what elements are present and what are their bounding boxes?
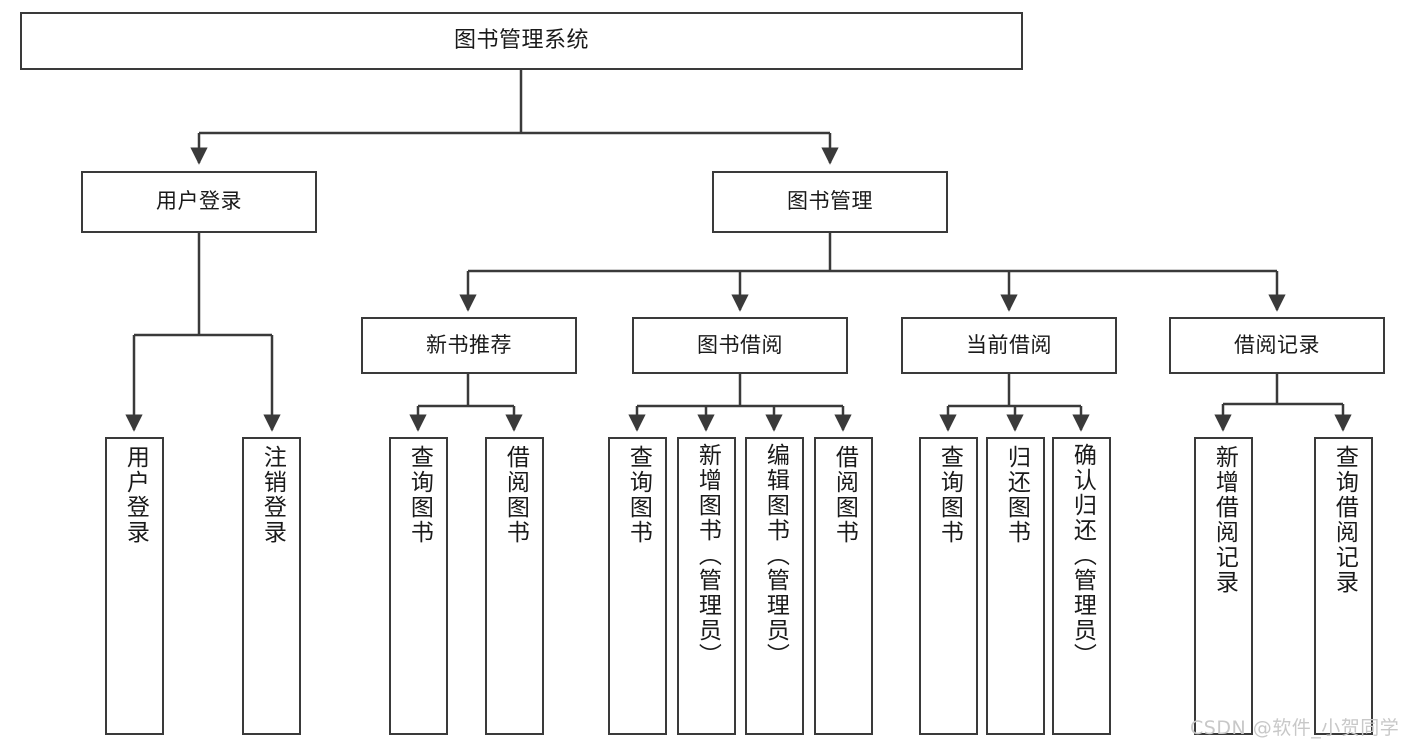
- node-label: 查询图书: [936, 445, 963, 545]
- node-leaf-confirm-return-admin[interactable]: 确认归还（管理员）: [1052, 437, 1111, 735]
- node-leaf-query-book-3[interactable]: 查询图书: [919, 437, 978, 735]
- node-label: 用户登录: [122, 445, 149, 545]
- node-book-borrow[interactable]: 图书借阅: [632, 317, 848, 374]
- node-label: 新增图书（管理员）: [694, 443, 721, 668]
- csdn-watermark: CSDN @软件_小贺同学: [1190, 717, 1400, 739]
- node-label: 归还图书: [1003, 445, 1030, 545]
- node-current-borrow[interactable]: 当前借阅: [901, 317, 1117, 374]
- node-book-management[interactable]: 图书管理: [712, 171, 948, 233]
- node-label: 用户登录: [156, 189, 242, 214]
- node-label: 查询图书: [406, 445, 433, 545]
- node-label: 图书借阅: [697, 332, 783, 357]
- node-label: 借阅图书: [831, 445, 858, 545]
- node-leaf-add-borrow-record[interactable]: 新增借阅记录: [1194, 437, 1253, 735]
- node-label: 编辑图书（管理员）: [762, 443, 789, 668]
- node-leaf-query-book-2[interactable]: 查询图书: [608, 437, 667, 735]
- node-leaf-add-book-admin[interactable]: 新增图书（管理员）: [677, 437, 736, 735]
- node-label: 查询借阅记录: [1331, 445, 1358, 595]
- node-label: 当前借阅: [966, 332, 1052, 357]
- node-label: 图书管理系统: [453, 27, 589, 53]
- node-label: 借阅记录: [1234, 332, 1320, 357]
- node-leaf-return-book[interactable]: 归还图书: [986, 437, 1045, 735]
- node-label: 新书推荐: [426, 332, 512, 357]
- node-leaf-query-borrow-record[interactable]: 查询借阅记录: [1314, 437, 1373, 735]
- node-new-book-recommend[interactable]: 新书推荐: [361, 317, 577, 374]
- node-label: 注销登录: [259, 445, 286, 545]
- node-label: 图书管理: [787, 189, 873, 214]
- node-root-book-management-system[interactable]: 图书管理系统: [20, 12, 1023, 70]
- node-label: 确认归还（管理员）: [1069, 443, 1096, 668]
- node-label: 借阅图书: [502, 445, 529, 545]
- node-user-login[interactable]: 用户登录: [81, 171, 317, 233]
- node-leaf-logout-login[interactable]: 注销登录: [242, 437, 301, 735]
- node-leaf-borrow-book-1[interactable]: 借阅图书: [485, 437, 544, 735]
- node-borrow-record[interactable]: 借阅记录: [1169, 317, 1385, 374]
- node-label: 新增借阅记录: [1211, 445, 1238, 595]
- node-leaf-edit-book-admin[interactable]: 编辑图书（管理员）: [745, 437, 804, 735]
- node-leaf-borrow-book-2[interactable]: 借阅图书: [814, 437, 873, 735]
- node-label: 查询图书: [625, 445, 652, 545]
- node-leaf-user-login[interactable]: 用户登录: [105, 437, 164, 735]
- node-leaf-query-book-1[interactable]: 查询图书: [389, 437, 448, 735]
